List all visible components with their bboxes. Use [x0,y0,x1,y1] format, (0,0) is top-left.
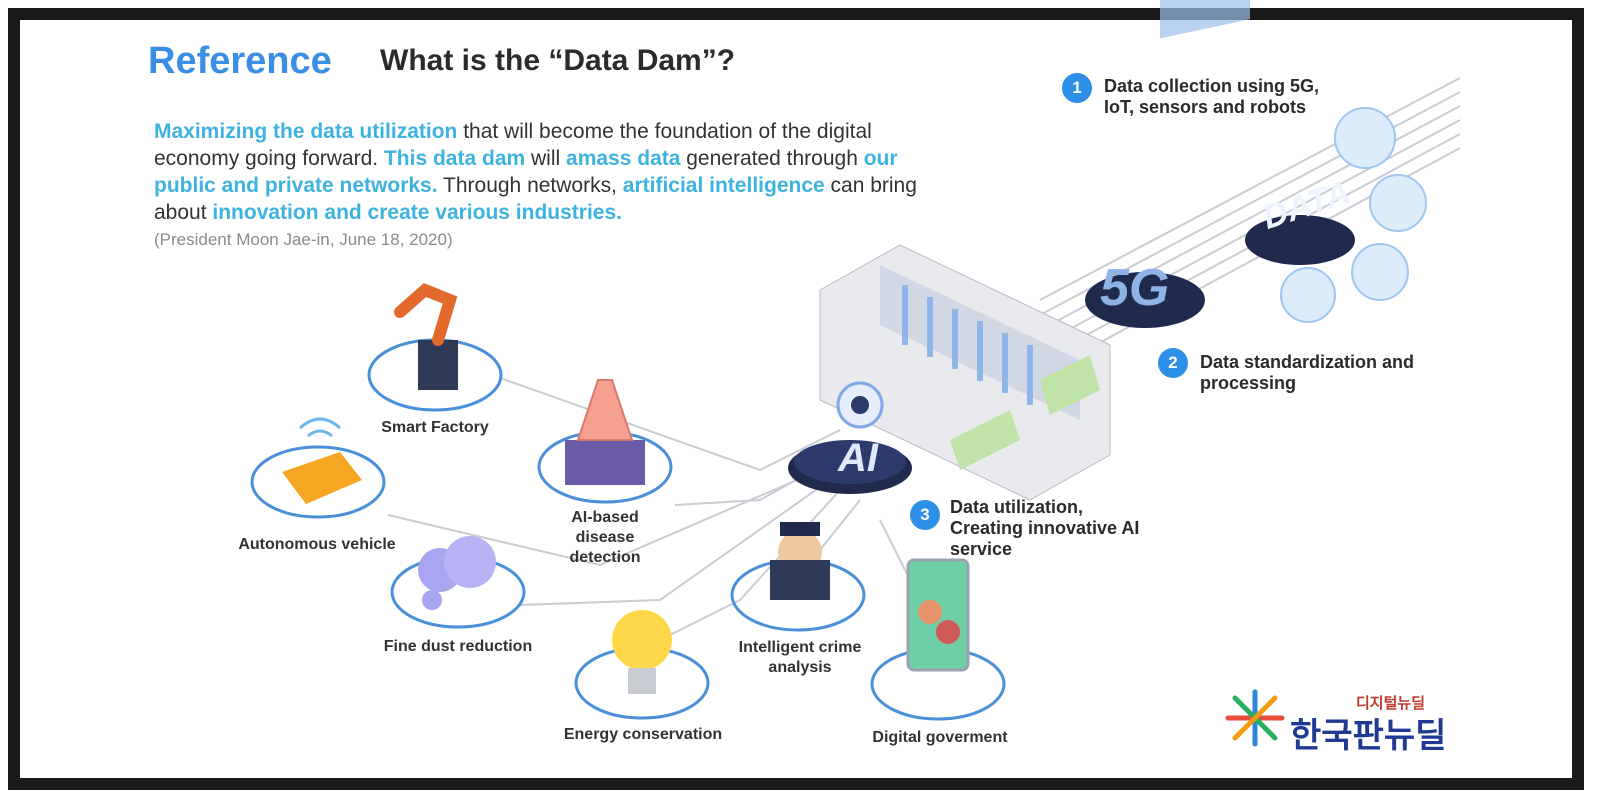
dam-structure [819,244,1111,501]
service-icons [250,283,1006,721]
quote-text: will [525,147,567,170]
reference-heading: Reference [148,40,332,82]
logo-title: 한국판뉴딜 [1290,717,1447,755]
step-2-label: Data standardization and processing [1200,352,1415,393]
fiveg-graphic-text: 5G [1100,259,1170,317]
service-label-disease-detection: AI-based disease detection [569,509,641,566]
logo-subtitle: 디지털뉴딜 [1356,695,1426,712]
service-label-fine-dust: Fine dust reduction [383,638,533,655]
page-title: What is the “Data Dam”? [380,44,736,77]
quote-highlight: amass data [566,147,681,170]
quote-highlight: This data dam [383,147,526,170]
step-1-label: Data collection using 5G, IoT, sensors a… [1104,76,1320,117]
service-label-smart-factory: Smart Factory [381,419,489,436]
quote-text: Through networks, [437,174,623,197]
quote-paragraph: Maximizing the data utilization that wil… [154,118,954,226]
step-2-badge: 2 [1158,348,1188,378]
quote-highlight: innovation and create various industries… [212,201,622,224]
data-collection-area [1085,0,1355,328]
slide-frame [8,8,1584,790]
step-3-badge: 3 [910,500,940,530]
quote-citation: (President Moon Jae-in, June 18, 2020) [154,230,453,249]
step-3-label: Data utilization, Creating innovative AI… [950,497,1140,559]
service-label-crime-analysis: Intelligent crime analysis [738,639,862,676]
ai-platform [788,381,912,494]
digital-new-deal-logo-mark [1225,689,1285,747]
quote-text: generated through [680,147,864,170]
quote-highlight: our public and private networks. [154,147,898,197]
service-label-digital-government: Digital goverment [872,729,1008,746]
step-1-badge: 1 [1062,73,1092,103]
quote-text: can bring about [154,174,917,224]
service-label-autonomous-vehicle: Autonomous vehicle [238,536,396,553]
quote-highlight: Maximizing the data utilization [154,120,458,143]
quote-highlight: artificial intelligence [622,174,825,197]
service-label-energy: Energy conservation [563,726,723,743]
ai-graphic-text: AI [838,436,878,480]
sensor-icons [1280,107,1427,323]
quote-text: that will become the foundation of the d… [154,120,872,170]
